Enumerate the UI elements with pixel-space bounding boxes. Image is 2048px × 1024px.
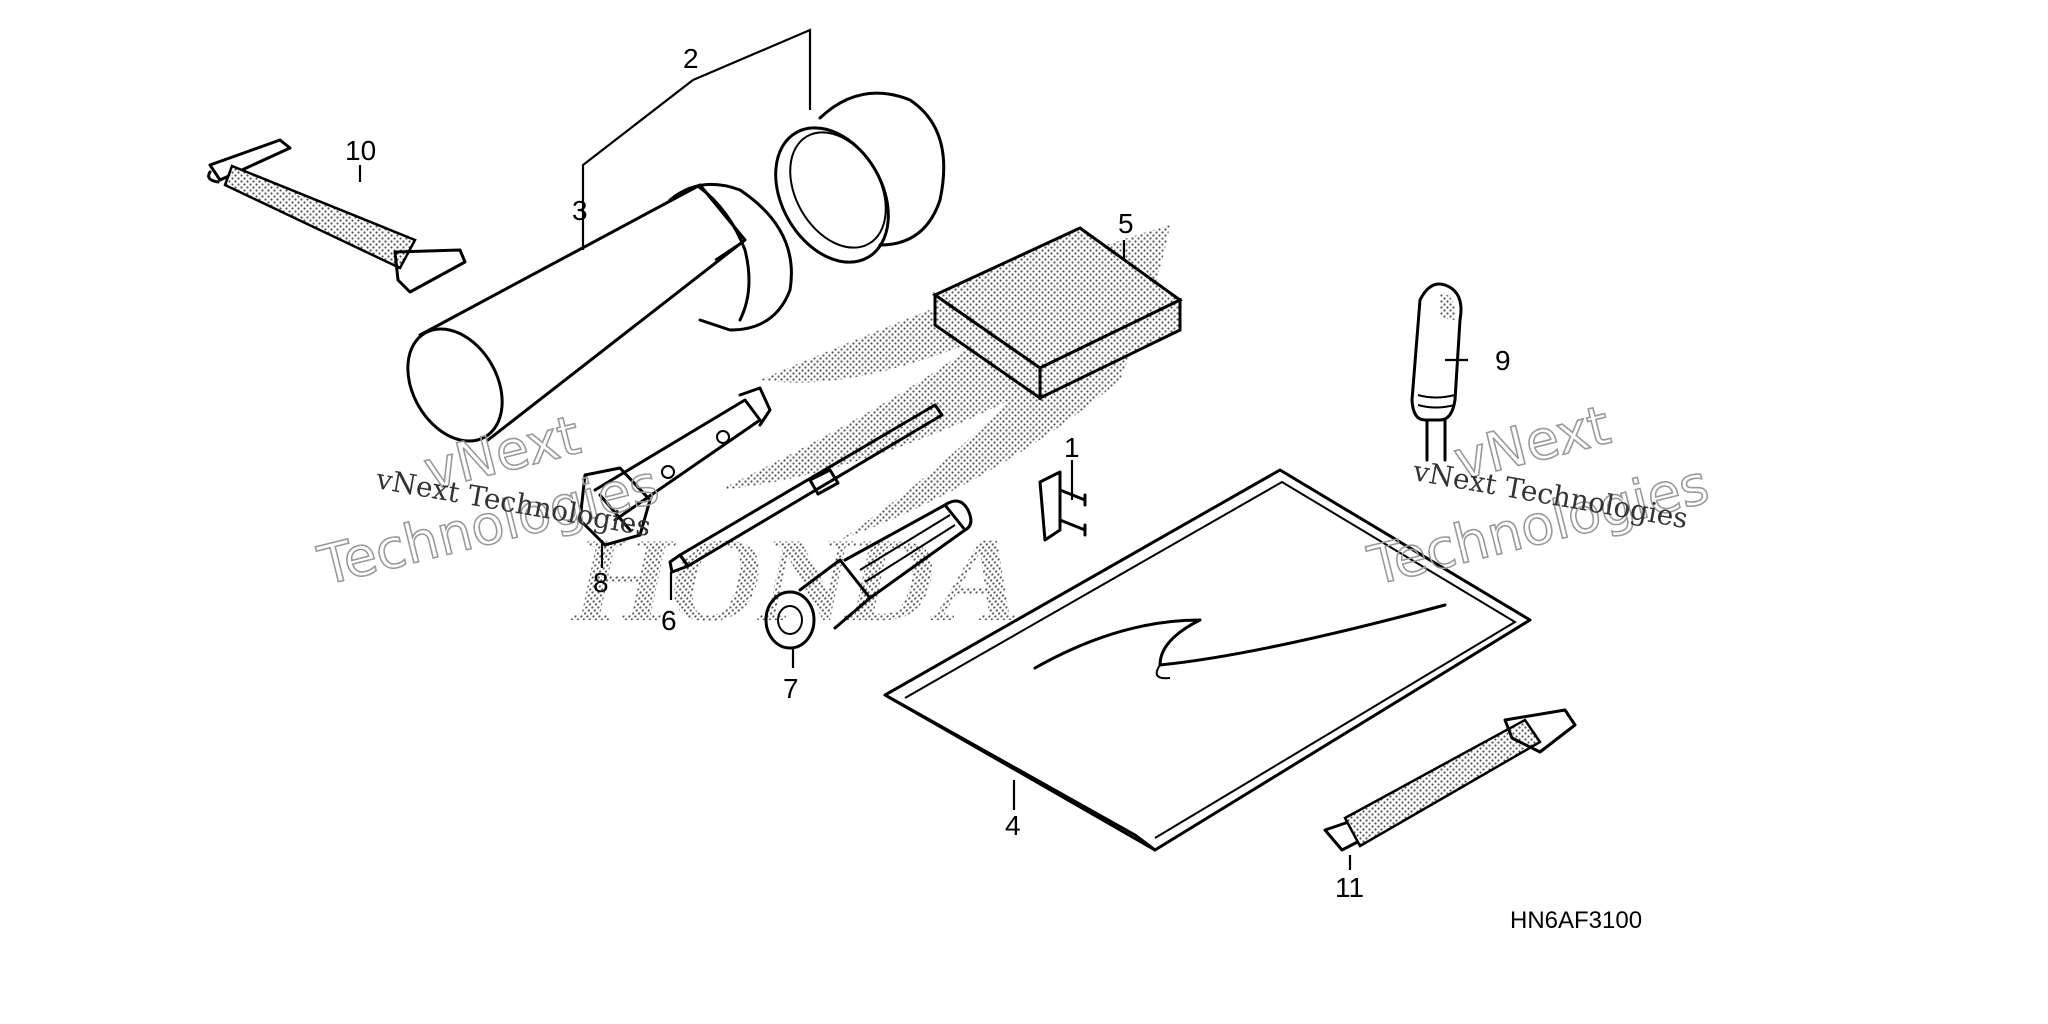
part-3-tool-tube <box>406 182 793 443</box>
part-10-strap <box>207 138 467 294</box>
part-7-screwdriver-handle <box>764 499 973 650</box>
watermark-right: vNext Technologies vNext Technologies <box>1361 393 1715 599</box>
callout-labels: 2 3 10 5 1 9 8 6 7 4 11 <box>345 43 1511 903</box>
part-6-screwdriver-bit <box>668 403 944 574</box>
part-2-tube-cap <box>774 91 946 264</box>
part-11-strap <box>1323 708 1577 852</box>
callout-5: 5 <box>1118 208 1134 239</box>
callout-2: 2 <box>683 43 699 74</box>
callout-11: 11 <box>1335 872 1364 903</box>
callout-3: 3 <box>572 195 588 226</box>
part-8-box-wrench <box>578 386 772 547</box>
part-1-fuse <box>1038 470 1087 542</box>
part-9-grip-tool <box>1410 282 1463 462</box>
callout-4: 4 <box>1005 810 1021 841</box>
callout-7: 7 <box>783 673 799 704</box>
leader-lines <box>358 28 1468 870</box>
part-5-sponge-block <box>931 226 1183 401</box>
callout-10: 10 <box>345 135 376 166</box>
callout-1: 1 <box>1064 432 1080 463</box>
callout-8: 8 <box>593 567 609 598</box>
callout-9: 9 <box>1495 345 1511 376</box>
part-4-document-bag <box>883 468 1532 852</box>
callout-6: 6 <box>661 605 677 636</box>
diagram-code: HN6AF3100 <box>1510 907 1642 934</box>
